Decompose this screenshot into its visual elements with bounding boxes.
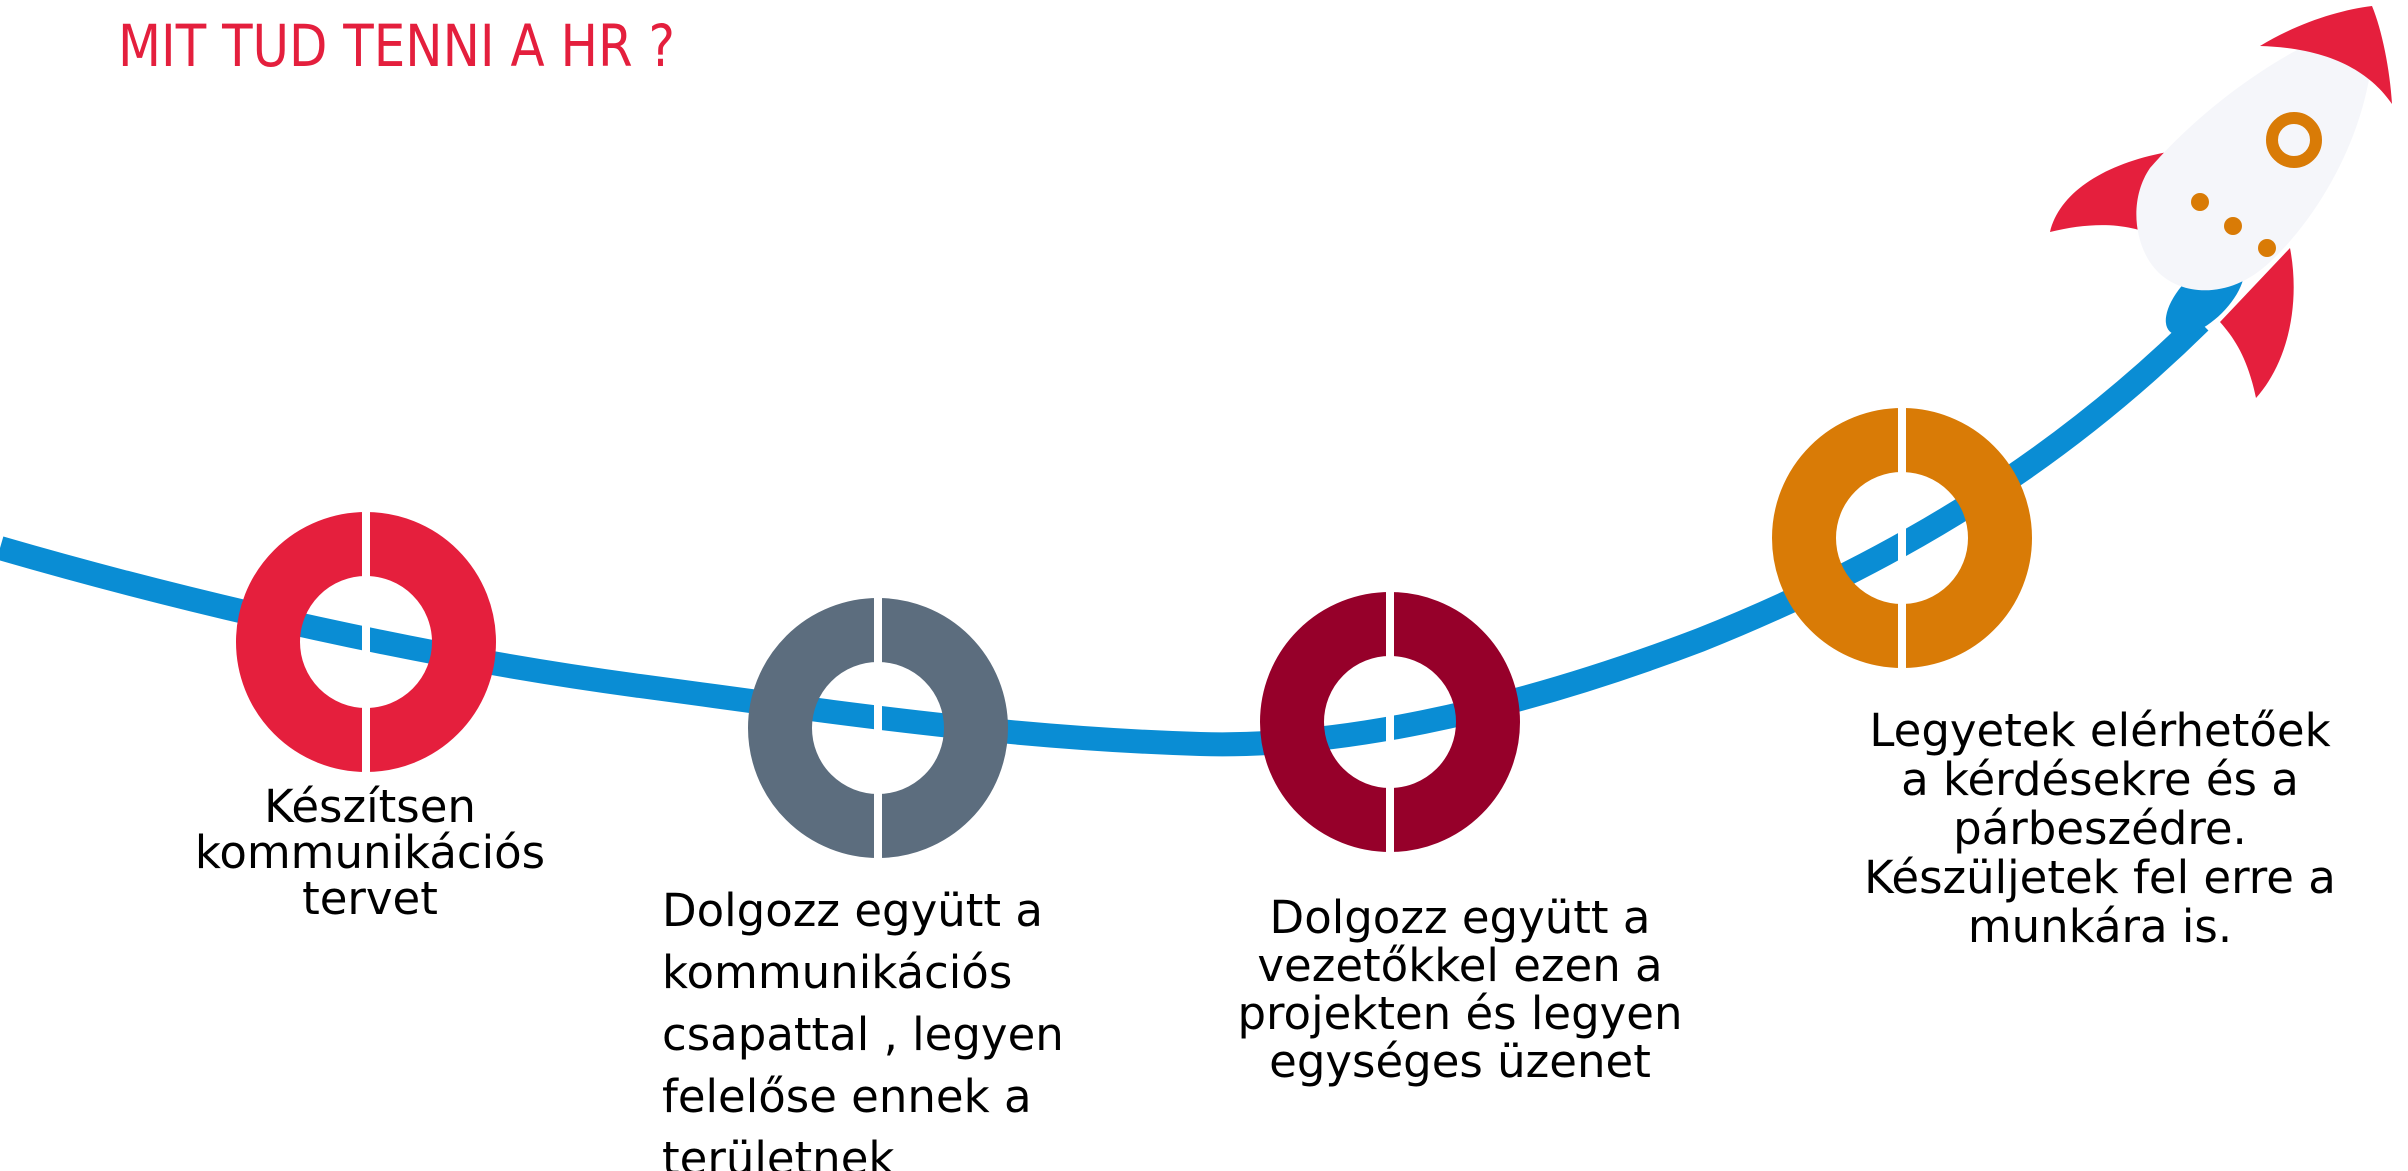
roadmap-path (0, 313, 2209, 757)
step-4-marker-icon (1772, 406, 2032, 670)
step-2-line-4: felelőse ennek a (662, 1070, 1032, 1123)
step-1-marker-icon (236, 510, 496, 774)
rocket-icon (2050, 6, 2392, 398)
step-4-line-5: munkára is. (1967, 900, 2233, 953)
step-3-line-3: projekten és legyen (1237, 987, 1683, 1040)
slide-title: MIT TUD TENNI A HR ? (118, 12, 675, 80)
step-4-line-2: a kérdésekre és a (1901, 753, 2299, 806)
step-3-line-2: vezetőkkel ezen a (1257, 939, 1663, 992)
step-3-label: Dolgozz együtt a vezetőkkel ezen a proje… (1210, 894, 1710, 1086)
step-4-label: Legyetek elérhetőek a kérdésekre és a pá… (1820, 706, 2380, 951)
step-2-marker-icon (748, 596, 1008, 860)
step-4-line-1: Legyetek elérhetőek (1869, 704, 2331, 757)
step-2-label: Dolgozz együtt a kommunikációs csapattal… (662, 880, 1122, 1171)
step-1-label: Készítsen kommunikációs tervet (140, 784, 600, 922)
step-2-line-5: területnek (662, 1132, 895, 1171)
step-3-marker-icon (1260, 590, 1520, 854)
step-1-line-3: tervet (302, 872, 438, 925)
step-1-line-1: Készítsen (264, 780, 476, 833)
step-4-line-4: Készüljetek fel erre a (1864, 851, 2336, 904)
step-3-line-1: Dolgozz együtt a (1269, 891, 1651, 944)
step-3-line-4: egységes üzenet (1269, 1035, 1651, 1088)
step-2-line-2: kommunikációs (662, 946, 1013, 999)
step-2-line-1: Dolgozz együtt a (662, 884, 1043, 937)
step-4-line-3: párbeszédre. (1953, 802, 2247, 855)
step-1-line-2: kommunikációs (194, 826, 546, 879)
step-2-line-3: csapattal , legyen (662, 1008, 1064, 1061)
